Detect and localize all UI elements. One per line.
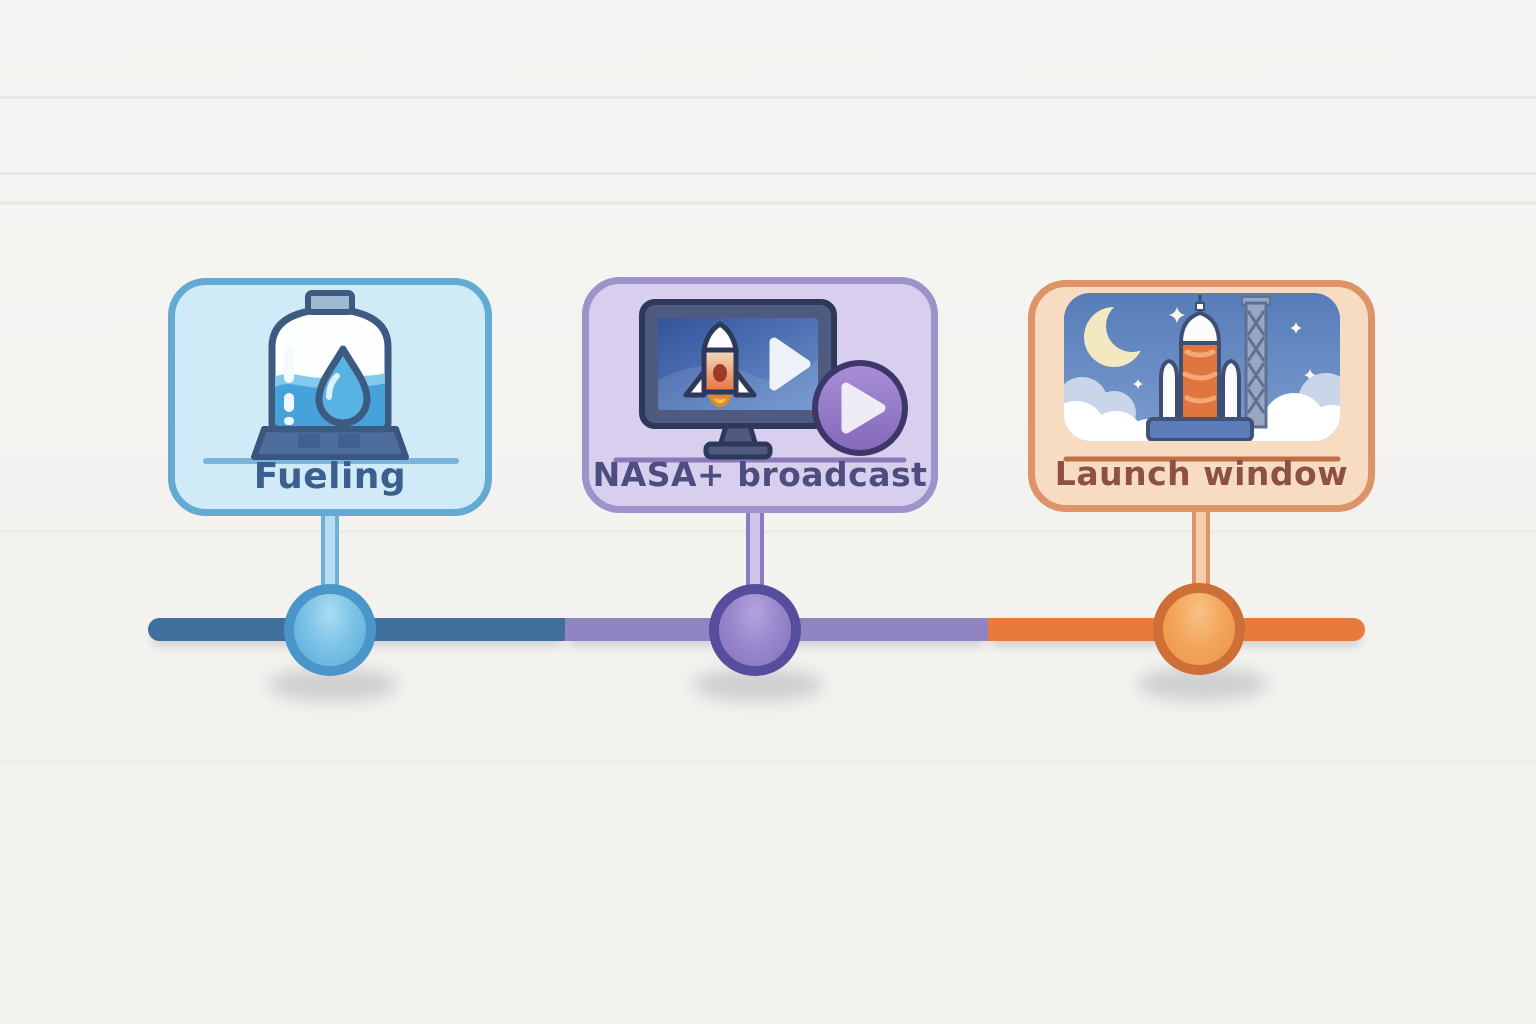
paper-texture-line [0, 760, 1536, 763]
paper-texture-line [0, 96, 1536, 99]
connector-stem-broadcast [746, 503, 764, 607]
stage-label-launch: Launch window [1054, 454, 1349, 493]
paper-texture-line [0, 172, 1536, 175]
fuel-tank-icon [203, 290, 459, 464]
stage-card-broadcast: NASA+ broadcast [582, 277, 938, 513]
paper-texture-line [0, 530, 1536, 533]
paper-texture-line [0, 201, 1536, 205]
timeline-node-fueling [284, 584, 376, 676]
connector-stem-fueling [321, 505, 339, 607]
timeline-node-launch [1153, 583, 1245, 675]
broadcast-player-icon [613, 299, 908, 463]
stage-label-fueling: Fueling [253, 456, 407, 497]
timeline-node-broadcast [709, 584, 801, 676]
sls-rocket [1145, 295, 1254, 441]
connector-stem-launch [1192, 502, 1210, 607]
night-launch-pad-icon [1063, 293, 1340, 462]
launch-tower [1240, 296, 1271, 429]
stage-card-launch: Launch window [1028, 280, 1375, 512]
stage-card-fueling: Fueling [168, 278, 492, 516]
stage-label-broadcast: NASA+ broadcast [592, 455, 928, 494]
